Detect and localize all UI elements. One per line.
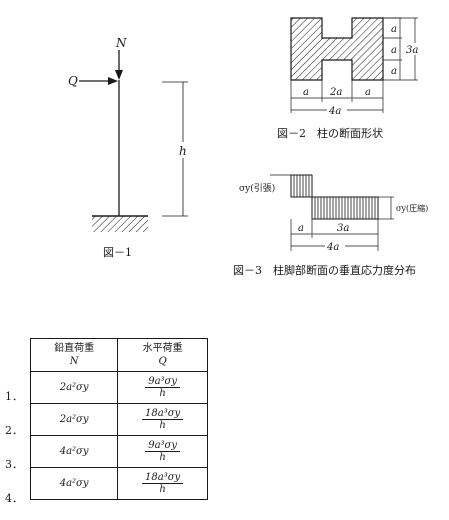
choice-number-1[interactable]: 1．	[5, 390, 23, 403]
figure-2-section: a a a 3a a 2a a 4a 図－2 柱の断面形状	[277, 17, 423, 140]
header-horizontal-text: 水平荷重	[142, 343, 183, 354]
dim-v-total: 3a	[406, 45, 418, 56]
dim-h-a1: a	[303, 87, 309, 98]
dim-v-a3: a	[391, 66, 397, 77]
load-q-label: Q	[68, 74, 78, 88]
figure-3-caption: 図－3 柱脚部断面の垂直応力度分布	[233, 263, 416, 277]
figure-1-caption: 図－1	[103, 246, 132, 259]
header-vertical-load: 鉛直荷重 N	[29, 338, 119, 372]
fig3-dim-a: a	[298, 223, 304, 234]
header-horizontal-symbol: Q	[158, 356, 167, 367]
row-3-q-num: 9a³σy	[145, 440, 181, 452]
row-2-q-den: h	[159, 420, 166, 431]
tension-block-lines	[293, 175, 310, 197]
row-2-q-num: 18a³σy	[142, 408, 184, 420]
figure-3-stress-distribution: σy(引張) σy(圧縮) a 3a 4a 図－3 柱脚部断面の垂直応力度分布	[233, 174, 428, 277]
load-n-arrowhead	[115, 70, 123, 80]
row-4-q-den: h	[159, 484, 166, 495]
tension-block	[290, 174, 313, 198]
choice-number-2[interactable]: 2．	[5, 424, 23, 437]
dim-v-a2: a	[391, 45, 397, 56]
row-3-q-den: h	[159, 452, 166, 463]
h-section-shape	[290, 17, 384, 81]
header-horizontal-load: 水平荷重 Q	[117, 338, 208, 372]
fixed-support-hatch	[92, 216, 148, 232]
row-4-q-num: 18a³σy	[142, 472, 184, 484]
figures-canvas: N Q h 図－1 a a a 3a a	[68, 17, 428, 277]
load-n-label: N	[115, 36, 127, 50]
dim-v-a1: a	[391, 24, 397, 35]
load-q-arrowhead	[108, 77, 118, 85]
figure-1-column: N Q h 図－1	[68, 36, 189, 259]
row-2-vertical: 2a²σy	[29, 403, 119, 436]
row-1-q-num: 9a³σy	[145, 376, 181, 388]
dim-h-a2: a	[365, 87, 371, 98]
table-header-row: 鉛直荷重 N 水平荷重 Q	[29, 338, 208, 372]
choice-number-3[interactable]: 3．	[5, 458, 23, 471]
row-1-vertical: 2a²σy	[29, 371, 119, 404]
row-3-vertical: 4a²σy	[29, 435, 119, 468]
header-vertical-text: 鉛直荷重	[54, 343, 95, 354]
choice-number-4[interactable]: 4．	[5, 492, 23, 505]
stress-compression-label: σy(圧縮)	[396, 203, 428, 213]
row-1-q-den: h	[159, 388, 166, 399]
figure-2-caption: 図－2 柱の断面形状	[277, 126, 383, 140]
dim-h-total: 4a	[328, 106, 341, 117]
row-4-vertical: 4a²σy	[29, 467, 119, 500]
fig3-dim-3a: 3a	[337, 223, 349, 234]
dim-h-2a: 2a	[329, 87, 342, 98]
header-vertical-symbol: N	[69, 356, 79, 367]
stress-tension-label: σy(引張)	[239, 183, 275, 194]
height-label: h	[179, 144, 187, 158]
fig3-dim-total: 4a	[326, 242, 339, 253]
compression-block-lines	[314, 197, 376, 219]
